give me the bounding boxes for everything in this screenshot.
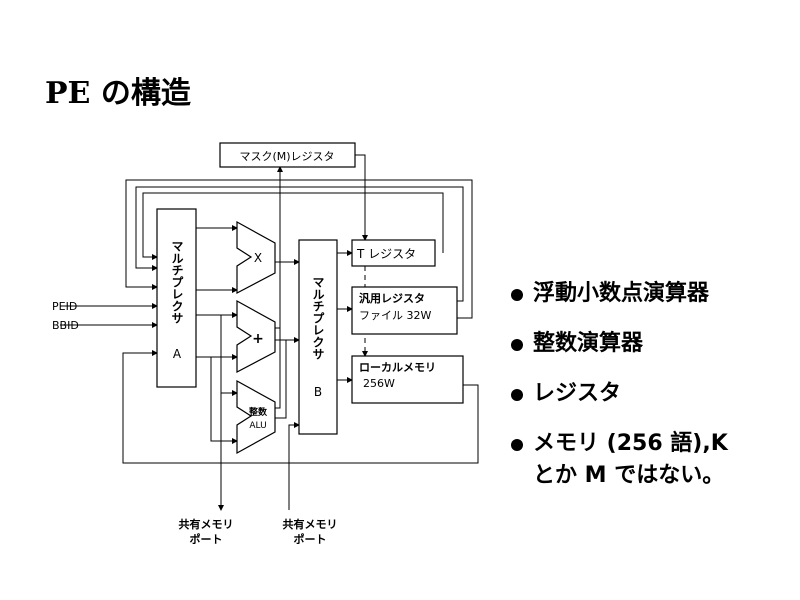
- svg-text:汎用レジスタ: 汎用レジスタ: [359, 291, 425, 305]
- svg-text:マルチプレクサ: マルチプレクサ: [170, 240, 184, 324]
- slide-title: PE の構造: [45, 76, 191, 111]
- alu-output-wires: [275, 166, 300, 510]
- svg-text:マスク(M)レジスタ: マスク(M)レジスタ: [239, 150, 334, 163]
- svg-text:B: B: [314, 385, 322, 399]
- svg-text:T レジスタ: T レジスタ: [356, 247, 416, 261]
- input-label-peid: PEID: [52, 300, 77, 313]
- mux-b-output-wires: [337, 154, 368, 383]
- svg-text:A: A: [173, 347, 182, 361]
- multiplier-unit: X: [236, 220, 276, 294]
- bullet-item: 整数演算器: [508, 328, 738, 360]
- svg-text:マルチプレクサ: マルチプレクサ: [311, 276, 325, 360]
- bullet-dot-icon: [511, 339, 523, 351]
- bullet-item: レジスタ: [508, 378, 738, 410]
- svg-text:ポート: ポート: [294, 532, 327, 546]
- general-register-file-box: 汎用レジスタ ファイル 32W: [351, 286, 458, 335]
- bullet-dot-icon: [511, 439, 523, 451]
- mask-register-box: マスク(M)レジスタ: [219, 142, 356, 168]
- bullet-item: 浮動小数点演算器: [508, 278, 738, 310]
- bullet-dot-icon: [511, 389, 523, 401]
- feedback-wires: [60, 179, 479, 464]
- t-register-box: T レジスタ: [351, 239, 436, 267]
- svg-text:共有メモリ: 共有メモリ: [179, 517, 234, 531]
- bullet-item: メモリ (256 語),K とか M ではない。: [508, 428, 738, 492]
- integer-alu-unit: 整数 ALU: [236, 379, 276, 455]
- svg-text:ALU: ALU: [249, 421, 266, 431]
- svg-text:共有メモリ: 共有メモリ: [283, 517, 338, 531]
- svg-text:ファイル 32W: ファイル 32W: [359, 309, 431, 322]
- mux-a-output-wires: [196, 225, 238, 511]
- multiplexer-b: マルチプレクサ B: [298, 239, 338, 435]
- local-memory-box: ローカルメモリ 256W: [351, 355, 464, 404]
- shared-memory-port-1-label: 共有メモリ ポート: [179, 517, 234, 546]
- bullet-dot-icon: [511, 289, 523, 301]
- svg-text:256W: 256W: [363, 377, 395, 390]
- svg-text:+: +: [252, 331, 264, 347]
- input-label-bbid: BBID: [52, 319, 79, 332]
- svg-text:ローカルメモリ: ローカルメモリ: [359, 361, 436, 374]
- bullet-list: 浮動小数点演算器 整数演算器 レジスタ メモリ (256 語),K とか M で…: [508, 278, 738, 510]
- svg-text:ポート: ポート: [190, 532, 223, 546]
- multiplexer-a: マルチプレクサ A: [156, 208, 197, 388]
- shared-memory-port-2-label: 共有メモリ ポート: [283, 517, 338, 546]
- adder-unit: +: [236, 299, 276, 373]
- svg-text:X: X: [254, 251, 262, 265]
- svg-text:整数: 整数: [248, 406, 268, 418]
